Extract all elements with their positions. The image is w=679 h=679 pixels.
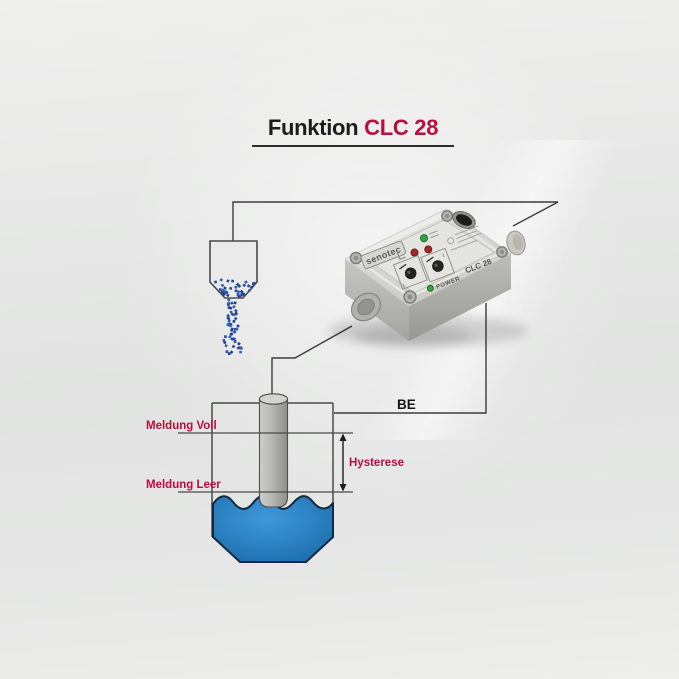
cable-gland-front-icon xyxy=(350,292,382,322)
full-level-label: Meldung Voll xyxy=(146,420,217,432)
cable-gland-right-icon xyxy=(506,230,526,256)
spec-text-block xyxy=(447,225,482,251)
controller-device: senotec P xyxy=(328,208,528,347)
hysteresis-label: Hysterese xyxy=(349,457,404,469)
screw-icon xyxy=(441,210,453,222)
granules-layer xyxy=(214,278,256,355)
led-red-icon xyxy=(410,248,419,257)
probe-top-cap xyxy=(258,393,289,405)
bracket-icon xyxy=(396,252,406,260)
poti-knob-icon xyxy=(404,267,417,280)
probe-rod xyxy=(258,398,289,508)
screw-icon xyxy=(349,251,363,265)
led-red-icon xyxy=(424,245,433,254)
poti-scale-mark xyxy=(402,283,405,288)
poti-knob-icon xyxy=(432,260,444,272)
led-green-icon xyxy=(419,234,428,243)
title-model: CLC 28 xyxy=(364,115,439,140)
arrow-up-icon xyxy=(339,433,347,441)
device-corner-screws xyxy=(349,210,508,304)
line-device-to-probe xyxy=(271,325,353,396)
poti-knob-highlight xyxy=(434,263,438,267)
tank-diagram: Meldung Voll Meldung Leer Hysterese xyxy=(146,393,404,563)
page-title: Funktion CLC 28 xyxy=(252,115,454,147)
device-body-right-face xyxy=(409,254,511,341)
brand-logo-box xyxy=(360,240,406,269)
screw-icon xyxy=(403,290,417,304)
device-lid-sheen xyxy=(345,209,452,263)
poti-arrow-icon xyxy=(399,263,407,270)
poti-box xyxy=(420,247,455,283)
arrow-down-icon xyxy=(339,484,347,492)
hysteresis-arrow xyxy=(339,433,347,492)
empty-level-label: Meldung Leer xyxy=(146,479,221,491)
device-label-plate xyxy=(365,219,495,294)
be-label: BE xyxy=(397,397,416,412)
power-led-icon xyxy=(426,284,434,292)
poti-box xyxy=(392,254,428,290)
screw-icon xyxy=(496,246,508,258)
poti-arrow-icon xyxy=(426,256,434,263)
cable-gland-top-icon xyxy=(452,211,476,229)
line-hopper-to-device xyxy=(232,201,559,241)
hopper-funnel xyxy=(209,240,258,299)
poti-scale-mark xyxy=(442,253,445,258)
led-label-line xyxy=(430,234,439,239)
title-text: Funktion xyxy=(267,115,359,140)
poti-knob-highlight xyxy=(407,270,411,275)
led-label-line xyxy=(428,230,438,235)
